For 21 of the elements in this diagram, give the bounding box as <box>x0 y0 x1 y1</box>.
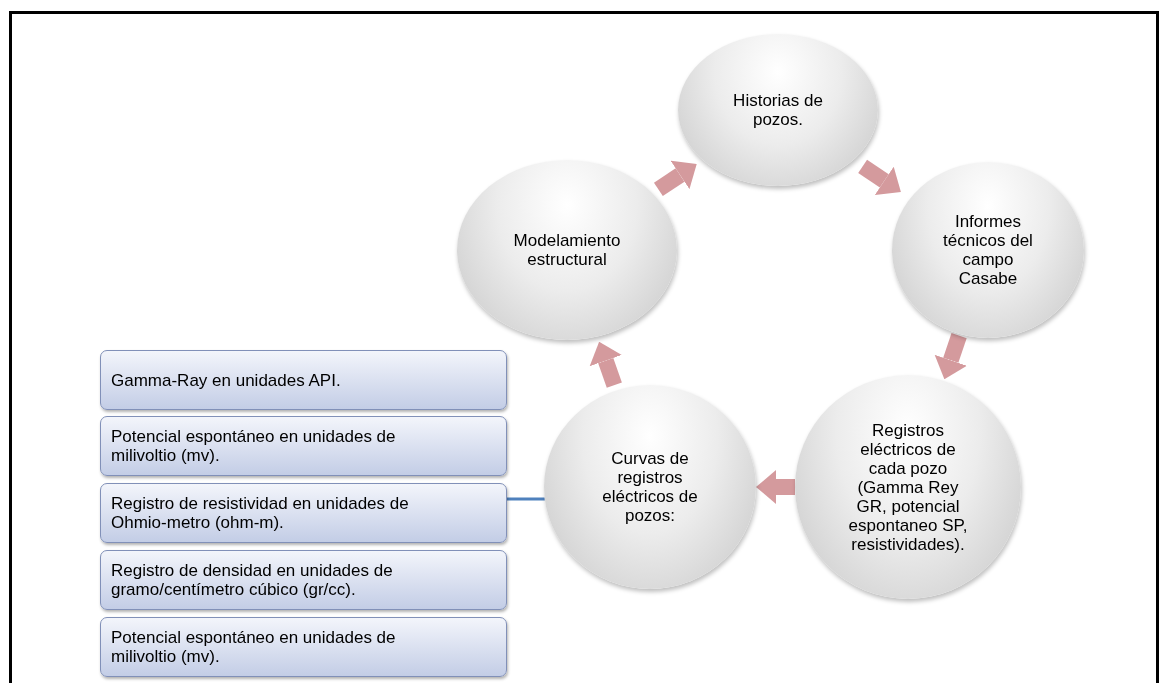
node-text: Registro de resistividad en unidades de Ohmio-metro (ohm-m). <box>111 494 410 532</box>
node-text: Registros eléctricos de cada pozo (Gamma Rey GR, potencial espontaneo SP, resistividades). <box>848 420 968 554</box>
block-arrow <box>589 341 622 388</box>
info-box <box>100 483 507 543</box>
block-arrow <box>934 333 967 380</box>
node-text: Gamma-Ray en unidades API. <box>111 370 341 390</box>
block-arrow <box>756 470 795 504</box>
info-box <box>100 617 507 677</box>
node-text: Modelamiento estructural <box>512 231 622 269</box>
node-text: Potencial espontáneo en unidades de milivoltio (mv). <box>111 628 397 666</box>
node-text: Curvas de registros eléctricos de pozos: <box>601 449 699 525</box>
node-text: Potencial espontáneo en unidades de milivoltio (mv). <box>111 427 397 465</box>
node-text: Informes técnicos del campo Casabe <box>942 212 1034 288</box>
block-arrow <box>654 160 697 197</box>
node-text: Registro de densidad en unidades de gramo/centímetro cúbico (gr/cc). <box>111 561 394 599</box>
info-box <box>100 350 507 410</box>
node-text: Historias de pozos. <box>732 91 824 129</box>
connector-line <box>507 497 545 501</box>
info-box <box>100 550 507 610</box>
block-arrow <box>858 159 901 195</box>
info-box <box>100 416 507 476</box>
